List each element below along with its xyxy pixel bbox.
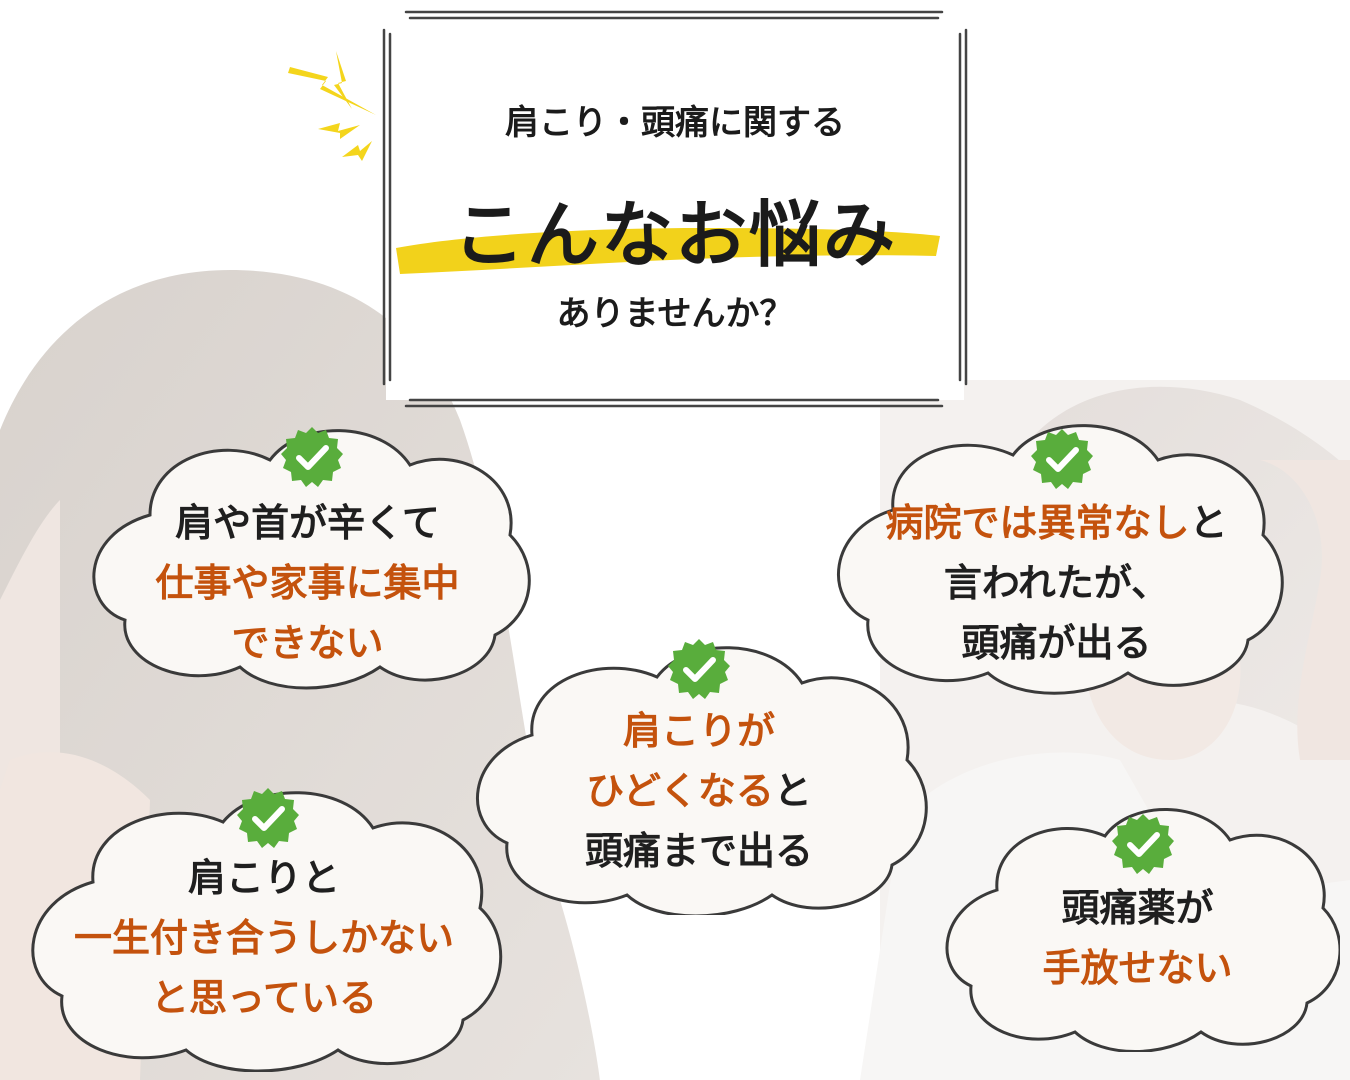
concern-line-highlight: と思っている — [150, 976, 378, 1020]
concern-cloud-1: 肩や首が辛くて 仕事や家事に集中 できない — [80, 405, 535, 690]
concern-line-highlight: できない — [231, 621, 384, 665]
headline-title: こんなお悩み — [452, 193, 897, 277]
concern-text: 病院では異常なしと 言われたが、 頭痛が出る — [828, 493, 1285, 673]
headline-subtitle: 肩こり・頭痛に関する — [505, 103, 845, 143]
concern-text: 肩や首が辛くて 仕事や家事に集中 できない — [80, 493, 535, 673]
headline-box: 肩こり・頭痛に関する こんなお悩み ありませんか？ — [380, 8, 970, 412]
concern-line: 頭痛薬が — [1061, 886, 1214, 930]
concern-text: 肩こりと 一生付き合うしかない と思っている — [18, 848, 510, 1028]
headline-frame — [382, 10, 968, 408]
check-badge-icon — [281, 427, 343, 487]
concern-line-highlight: 一生付き合うしかない — [73, 916, 454, 960]
highlight-marker — [396, 228, 940, 274]
check-badge-icon — [1112, 814, 1174, 874]
concern-line-highlight: ひどくなる — [586, 769, 774, 813]
concern-cloud-2: 病院では異常なしと 言われたが、 頭痛が出る — [828, 405, 1285, 695]
check-badge-icon — [1031, 429, 1093, 489]
concern-line: 肩や首が辛くて — [175, 501, 440, 545]
concern-line: 肩こりと — [187, 856, 340, 900]
concern-line: ひどくなると — [462, 761, 936, 821]
concern-line-suffix: と — [1189, 501, 1228, 545]
concern-line: 病院では異常なしと — [828, 493, 1285, 553]
concern-line: 頭痛が出る — [961, 621, 1152, 665]
concern-cloud-5: 頭痛薬が 手放せない — [935, 790, 1340, 1052]
cloud-shape — [945, 808, 1340, 1052]
concern-text: 肩こりが ひどくなると 頭痛まで出る — [462, 701, 936, 881]
concern-cloud-4: 肩こりと 一生付き合うしかない と思っている — [18, 770, 510, 1072]
concern-cloud-3: 肩こりが ひどくなると 頭痛まで出る — [462, 625, 936, 915]
concern-line-highlight: 肩こりが — [622, 709, 775, 753]
concern-line-suffix: と — [773, 769, 812, 813]
check-badge-icon — [668, 639, 730, 699]
concern-line-highlight: 病院では異常なし — [885, 501, 1190, 545]
check-badge-icon — [237, 788, 299, 848]
concern-line: 頭痛まで出る — [584, 829, 813, 873]
cloud-shape — [836, 424, 1284, 695]
concern-line-highlight: 手放せない — [1042, 946, 1233, 990]
concern-text: 頭痛薬が 手放せない — [935, 878, 1340, 998]
concern-line: 言われたが、 — [943, 561, 1170, 605]
headline-question: ありませんか？ — [556, 294, 794, 334]
concern-line-highlight: 仕事や家事に集中 — [155, 561, 460, 605]
